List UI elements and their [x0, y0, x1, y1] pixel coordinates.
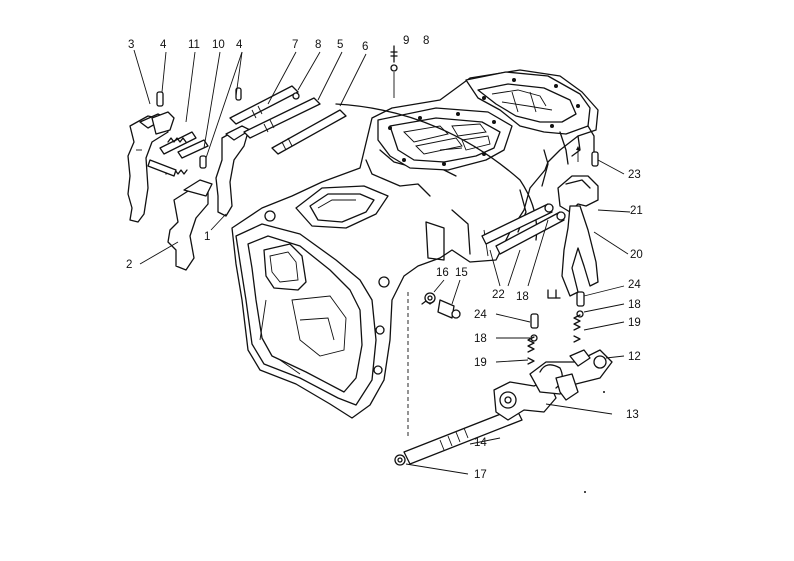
lower-shaft-assembly	[394, 349, 625, 475]
callout-8a: 8	[315, 39, 321, 51]
callout-14: 14	[474, 437, 487, 449]
callout-5: 5	[337, 39, 343, 51]
callout-23: 23	[628, 169, 641, 181]
callout-18a: 18	[516, 291, 529, 303]
callout-3: 3	[128, 39, 134, 51]
callout-1: 1	[204, 231, 210, 243]
callout-6: 6	[362, 41, 368, 53]
callout-18b: 18	[628, 299, 641, 311]
callout-labels: 3 4 11 10 4 7 8 5 6 9 8 1 2 23 21 20 16 …	[126, 35, 643, 481]
callout-19a: 19	[628, 317, 641, 329]
callout-20: 20	[630, 249, 643, 261]
callout-15: 15	[455, 267, 468, 279]
callout-16: 16	[436, 267, 449, 279]
callout-11: 11	[188, 39, 200, 51]
callout-2: 2	[126, 259, 132, 271]
transmission-housing	[231, 69, 599, 438]
callout-19b: 19	[474, 357, 487, 369]
detent-parts	[421, 279, 625, 365]
callout-21: 21	[630, 205, 643, 217]
callout-18c: 18	[474, 333, 487, 345]
callout-17: 17	[474, 469, 487, 481]
callout-9: 9	[403, 35, 409, 47]
left-fork-assembly	[127, 49, 538, 271]
right-selector-assembly	[390, 45, 631, 299]
callout-7: 7	[292, 39, 298, 51]
callout-4a: 4	[160, 39, 167, 51]
callout-13: 13	[626, 409, 639, 421]
callout-10: 10	[212, 39, 225, 51]
callout-24b: 24	[474, 309, 487, 321]
callout-12: 12	[628, 351, 641, 363]
callout-8b: 8	[423, 35, 429, 47]
callout-24a: 24	[628, 279, 641, 291]
callout-4b: 4	[236, 39, 243, 51]
callout-22: 22	[492, 289, 505, 301]
